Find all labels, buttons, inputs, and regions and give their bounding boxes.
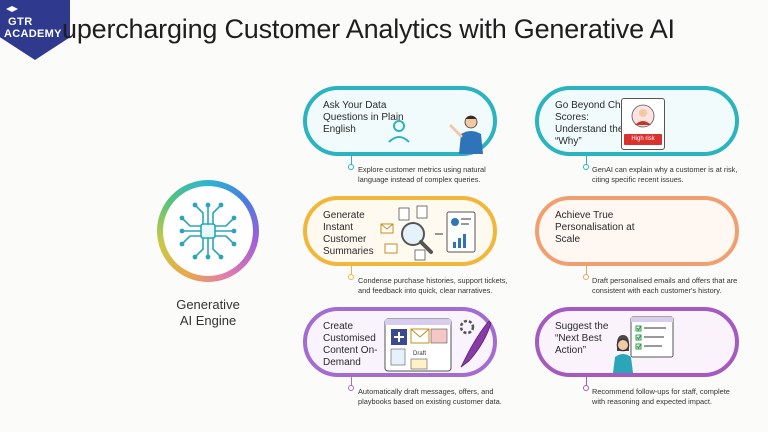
gtr-academy-logo: GTR ACADEMY: [0, 0, 70, 60]
connector-dot: [583, 164, 589, 170]
card-customer-summaries: Generate Instant Customer Summaries: [303, 196, 497, 266]
card-description: Condense purchase histories, support tic…: [358, 276, 508, 295]
card-title: Create Customised Content On-Demand: [323, 321, 378, 368]
card-description: Explore customer metrics using natural l…: [358, 165, 486, 184]
card-ask-your-data: Ask Your Data Questions in Plain English: [303, 86, 497, 156]
card-title: Achieve True Personalisation at Scale: [555, 210, 635, 245]
engine-label-line-1: Generative: [176, 297, 240, 312]
circuit-chip-icon: [179, 202, 237, 260]
draft-label: Draft: [413, 351, 426, 357]
card-beyond-churn: Go Beyond Churn Scores: Understand the “…: [535, 86, 739, 156]
card-description: Draft personalised emails and offers tha…: [592, 276, 738, 295]
card-title: Go Beyond Churn Scores: Understand the “…: [555, 100, 636, 147]
connector-line: [351, 377, 353, 386]
customer-avatar-icon: [631, 104, 655, 128]
card-description: Recommend follow-ups for staff, complete…: [592, 387, 730, 406]
connector-dot: [348, 385, 354, 391]
connector-line: [586, 377, 588, 386]
risk-profile-card: High risk: [621, 98, 665, 150]
card-description: Automatically draft messages, offers, an…: [358, 387, 502, 406]
connector-line: [351, 266, 353, 275]
card-personalisation: Achieve True Personalisation at Scale: [535, 196, 739, 266]
ai-engine-circle: [157, 180, 259, 282]
staff-checklist-icon: [613, 316, 674, 373]
connector-line: [586, 156, 588, 165]
card-description: GenAI can explain why a customer is at r…: [592, 165, 738, 184]
connector-line: [586, 266, 588, 275]
connector-dot: [348, 164, 354, 170]
graduation-cap-icon: [6, 6, 18, 12]
high-risk-badge: High risk: [624, 134, 662, 145]
card-title: Ask Your Data Questions in Plain English: [323, 100, 404, 135]
engine-label-line-2: AI Engine: [179, 313, 237, 328]
page-title: upercharging Customer Analytics with Gen…: [62, 14, 675, 44]
logo-line-2: ACADEMY: [4, 28, 62, 40]
card-title: Suggest the “Next Best Action”: [555, 321, 609, 356]
card-title: Generate Instant Customer Summaries: [323, 210, 374, 257]
connector-dot: [348, 274, 354, 280]
content-creation-icon: Draft: [384, 318, 492, 372]
logo-line-1: GTR: [8, 16, 33, 28]
connector-dot: [583, 274, 589, 280]
connector-line: [351, 156, 353, 165]
connector-dot: [583, 385, 589, 391]
magnifier-documents-icon: [380, 205, 476, 261]
engine-label: Generative AI Engine: [148, 297, 268, 329]
person-asking-icon: [388, 115, 483, 154]
card-customised-content: Create Customised Content On-Demand Draf…: [303, 307, 497, 377]
card-next-best-action: Suggest the “Next Best Action”: [535, 307, 739, 377]
